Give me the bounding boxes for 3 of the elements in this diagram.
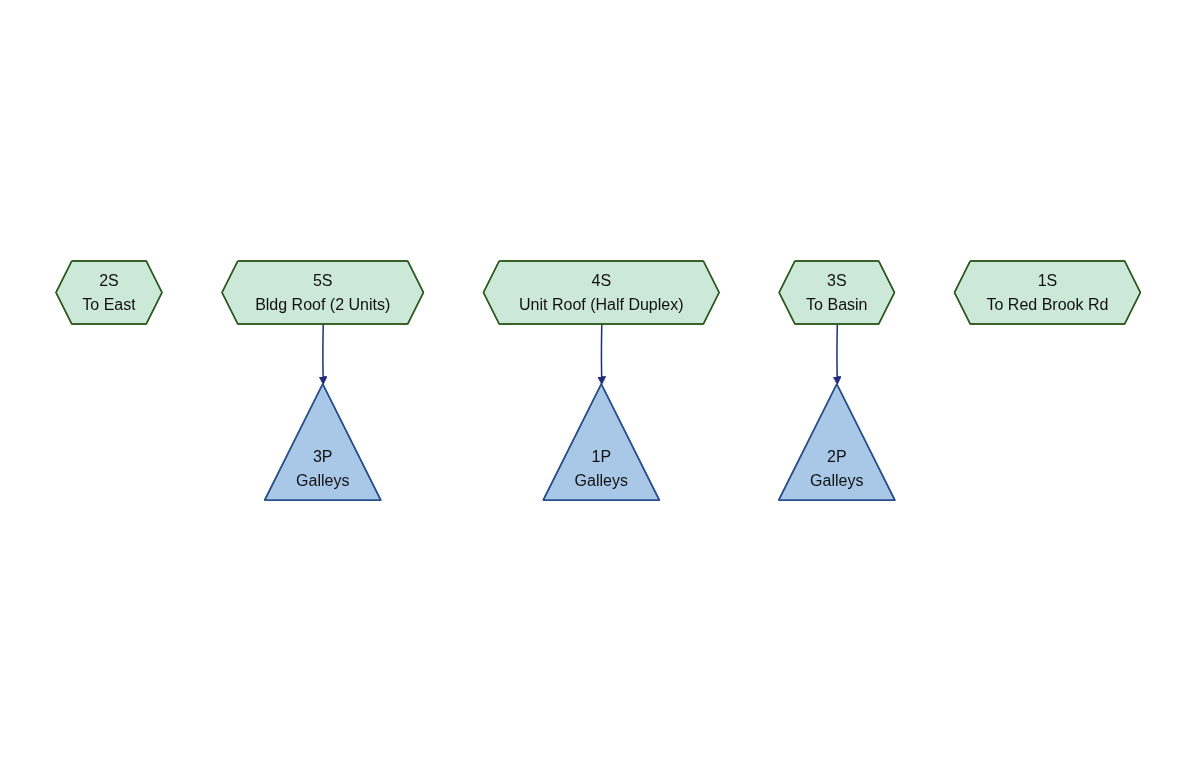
arrow <box>318 323 328 385</box>
arrow <box>597 323 606 385</box>
arrow <box>832 323 842 385</box>
